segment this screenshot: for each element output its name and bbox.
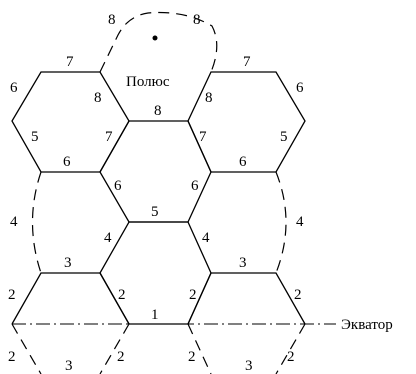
edge-label-2-lower-right-inner: 2 [188,349,196,365]
edge-label-4-left: 4 [10,214,18,230]
edge-label-2-lower-far-left: 2 [8,349,16,365]
edge-label-1-equator: 1 [151,307,159,323]
edge-label-8-top-right: 8 [193,12,201,28]
edge-label-3-lower-right: 3 [245,358,253,374]
edge-label-2-upper-far-left: 2 [8,287,16,303]
equator-label: Экватор [341,317,393,333]
edge-label-6-center-right: 6 [191,178,199,194]
edge-label-3-upper-left: 3 [64,255,72,271]
hexagon-lower-left-solid-edges [11,272,130,325]
hexagon-top-right [187,71,306,173]
pole-label: Полюс [126,74,170,90]
edge-label-7-right-center: 7 [199,129,207,145]
lower-dashed-continuation [11,323,306,374]
edge-label-5-center: 5 [151,204,159,220]
edge-label-3-upper-right: 3 [239,255,247,271]
edge-label-2-upper-far-right: 2 [294,287,302,303]
left-middle-dashed-arc [31,171,42,274]
edge-label-2-lower-far-right: 2 [287,349,295,365]
hexagon-top-left [11,71,130,173]
hexagon-lower-right-solid-edges [187,272,306,325]
edge-label-6-right-bottom: 6 [239,154,247,170]
pole-cap-dashed-outline [99,11,218,73]
edge-label-7-left-top: 7 [66,54,74,70]
edge-label-4-center-left: 4 [104,230,112,246]
right-middle-dashed-arc [275,171,287,274]
edge-label-6-left-bottom: 6 [63,154,71,170]
edge-label-2-upper-right-inner: 2 [189,287,197,303]
edge-label-6-far-right: 6 [296,80,304,96]
edge-label-8-center: 8 [154,103,162,119]
edge-label-8-right-inner: 8 [205,90,213,106]
edge-label-3-lower-left: 3 [65,358,73,374]
edge-label-5-right: 5 [280,129,288,145]
edge-label-7-left-center: 7 [105,129,113,145]
edge-label-5-left: 5 [31,129,39,145]
edge-label-6-center-left: 6 [114,178,122,194]
edge-label-2-upper-left-inner: 2 [118,287,126,303]
edge-label-8-left-inner: 8 [94,90,102,106]
edge-label-6-far-left: 6 [10,80,18,96]
edge-label-8-top-left: 8 [108,12,116,28]
edge-label-4-center-right: 4 [202,230,210,246]
edge-label-2-lower-left-inner: 2 [117,349,125,365]
edge-label-7-right-top: 7 [243,54,251,70]
pole-point [152,35,158,41]
edge-label-4-right: 4 [296,214,304,230]
